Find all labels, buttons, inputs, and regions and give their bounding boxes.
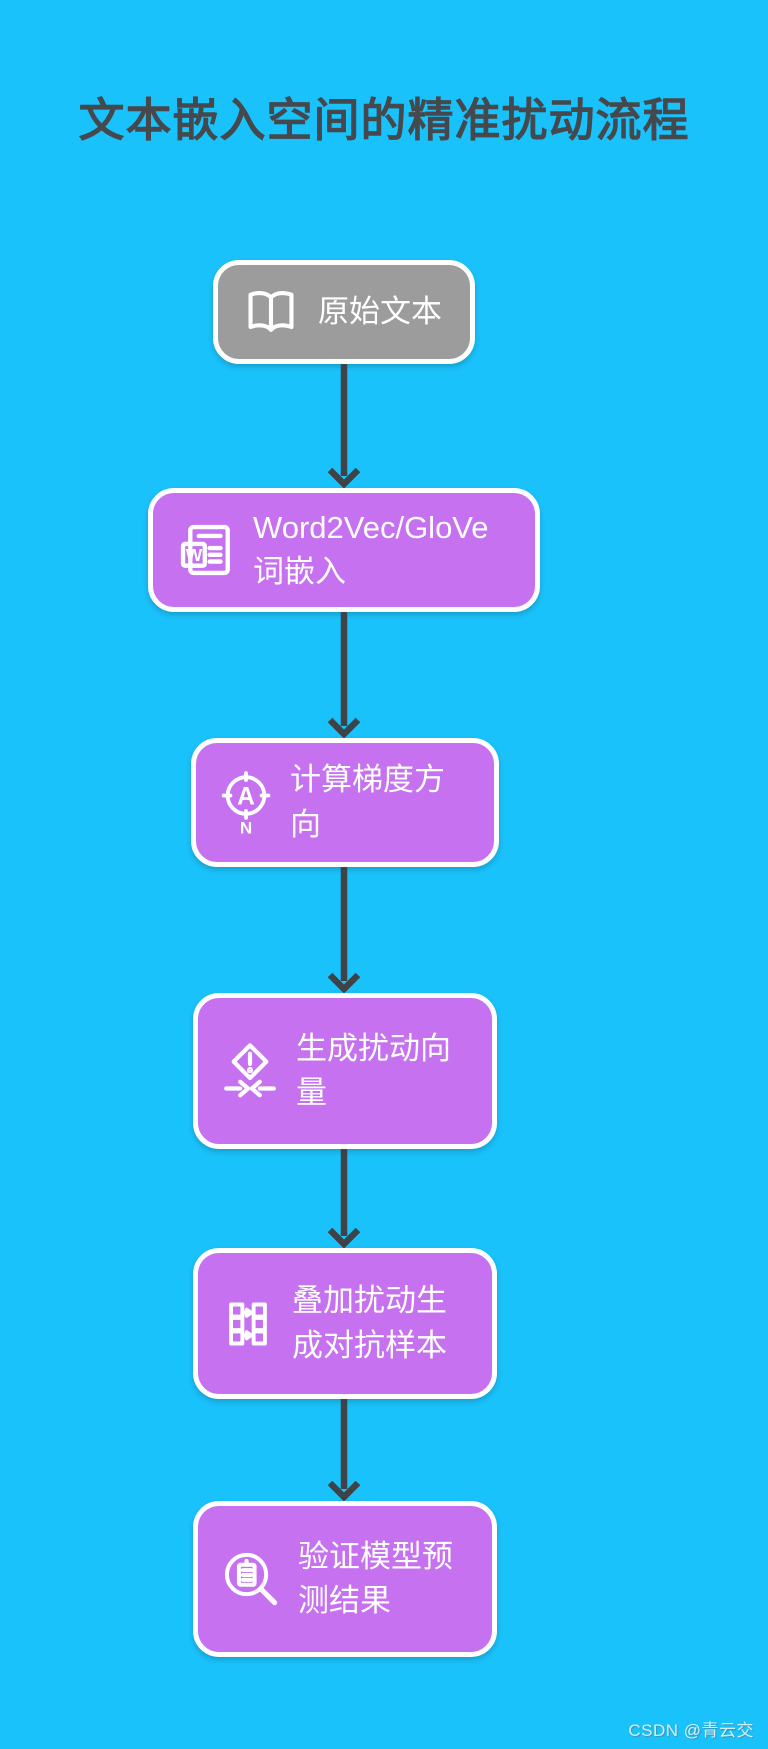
step-label: Word2Vec/GloVe 词嵌入 bbox=[253, 509, 489, 589]
search-document-icon bbox=[222, 1550, 280, 1608]
flow-arrow-down bbox=[326, 364, 362, 488]
flow-arrow-down bbox=[326, 867, 362, 993]
word-document-icon: W bbox=[177, 521, 235, 579]
compass-icon: A N bbox=[220, 770, 272, 835]
flow-arrow-down bbox=[326, 1149, 362, 1248]
svg-text:N: N bbox=[240, 818, 252, 834]
svg-text:W: W bbox=[186, 545, 203, 565]
collision-warning-icon bbox=[222, 1043, 278, 1099]
step-label: 原始文本 bbox=[318, 293, 442, 329]
flow-step-perturbation-vector: 生成扰动向 量 bbox=[193, 993, 497, 1149]
step-label: 生成扰动向 量 bbox=[296, 1030, 451, 1110]
watermark: CSDN @青云交 bbox=[628, 1721, 754, 1740]
step-label: 计算梯度方 向 bbox=[290, 762, 445, 842]
data-transform-icon bbox=[222, 1298, 274, 1350]
flow-step-adversarial-sample: 叠加扰动生 成对抗样本 bbox=[193, 1248, 497, 1399]
flow-arrow-down bbox=[326, 1399, 362, 1501]
flow-step-verify-prediction: 验证模型预 测结果 bbox=[193, 1501, 497, 1657]
flow-step-gradient-direction: A N 计算梯度方 向 bbox=[191, 738, 499, 867]
flow-arrow-down bbox=[326, 612, 362, 738]
svg-text:A: A bbox=[237, 783, 255, 810]
flow-step-word-embedding: W Word2Vec/GloVe 词嵌入 bbox=[148, 488, 540, 612]
flow-step-original-text: 原始文本 bbox=[213, 260, 475, 364]
book-open-icon bbox=[242, 287, 300, 337]
step-label: 验证模型预 测结果 bbox=[298, 1538, 453, 1618]
step-label: 叠加扰动生 成对抗样本 bbox=[292, 1283, 447, 1363]
page-title: 文本嵌入空间的精准扰动流程 bbox=[78, 94, 690, 146]
